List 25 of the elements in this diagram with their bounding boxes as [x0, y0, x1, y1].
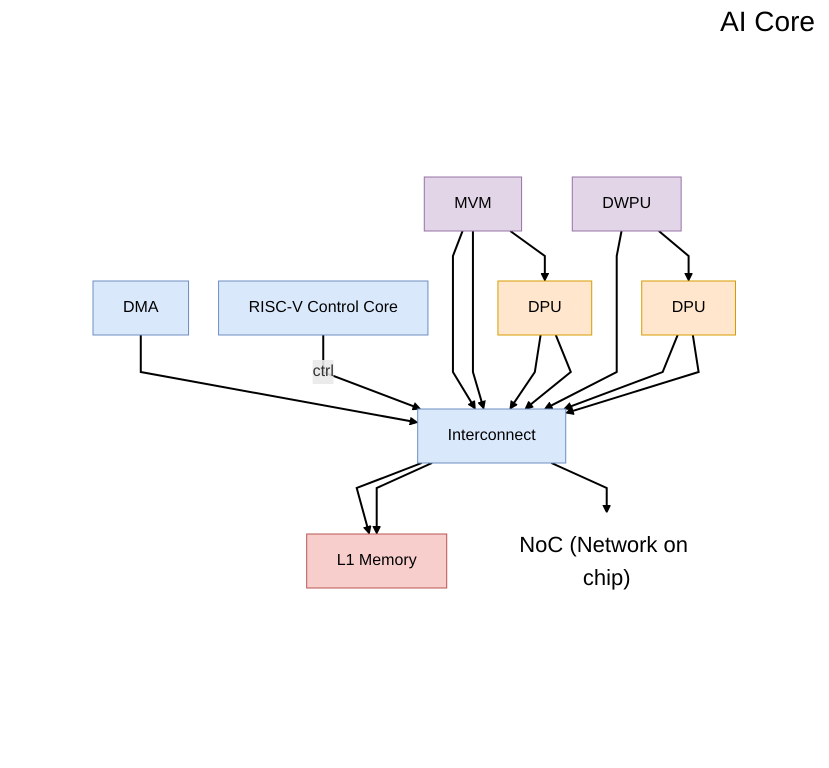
arrow — [563, 334, 678, 410]
arrow — [550, 462, 611, 514]
node-box: RISC-V Control Core — [218, 280, 428, 336]
arrow — [544, 230, 622, 410]
arrow — [564, 334, 700, 415]
node-box: DPU — [497, 280, 592, 336]
node-box: L1 Memory — [306, 534, 447, 588]
node-box: DWPU — [571, 176, 682, 232]
node-box: DMA — [92, 280, 189, 336]
arrow — [322, 335, 421, 410]
edge-label: ctrl — [312, 363, 334, 380]
arrow — [355, 462, 422, 534]
node-text: NoC (Network on chip) — [518, 532, 688, 590]
arrow — [472, 231, 486, 410]
node-box: DPU — [640, 280, 736, 336]
node-box: MVM — [423, 176, 522, 232]
arrow — [452, 230, 476, 410]
arrow — [524, 334, 572, 410]
arrow — [139, 335, 418, 426]
arrow — [658, 230, 693, 282]
arrow — [509, 230, 549, 282]
arrow — [372, 462, 432, 534]
node-box: Interconnect — [416, 408, 566, 464]
core-label: AI Core — [720, 6, 815, 38]
arrow — [509, 334, 542, 410]
